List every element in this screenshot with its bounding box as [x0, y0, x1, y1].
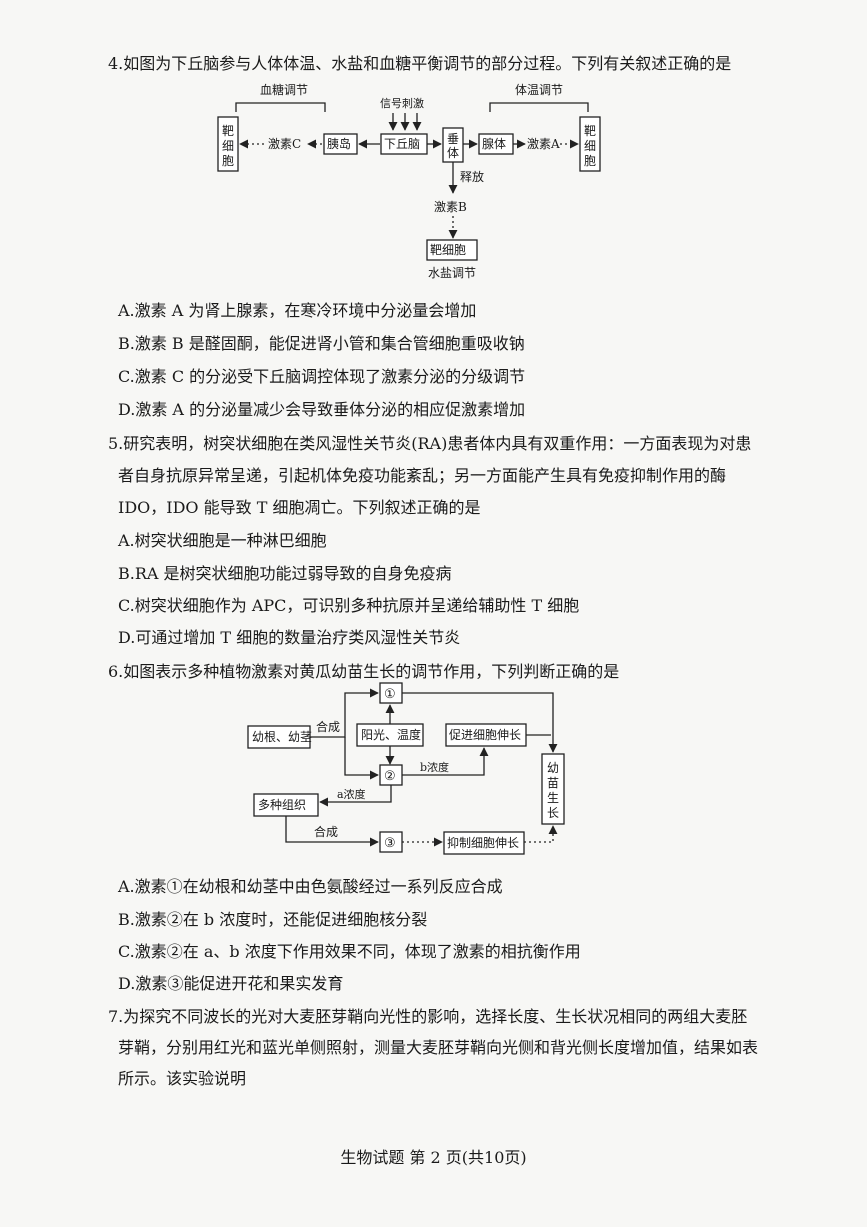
- water-salt-label: 水盐调节: [428, 266, 476, 280]
- hormone3-label: ③: [384, 836, 396, 851]
- q7-stem-line-3: 所示。该实验说明: [118, 1069, 247, 1088]
- target-cell-bottom-box: [426, 239, 478, 261]
- q7-stem-line-2: 芽鞘，分别用红光和蓝光单侧照射，测量大麦胚芽鞘向光侧和背光侧长度增加值，结果如表: [118, 1038, 759, 1057]
- hormone-a-label: 激素A: [527, 137, 560, 151]
- signal-label: 信号刺激: [380, 96, 424, 110]
- q5-option-a: A.树突状细胞是一种淋巴细胞: [118, 531, 327, 550]
- blood-sugar-label: 血糖调节: [260, 82, 308, 97]
- seedling-label: 幼苗生长: [547, 761, 559, 820]
- b-conc-label: b浓度: [420, 760, 449, 774]
- body-temp-bracket: [489, 102, 589, 112]
- hormone-b-label: 激素B: [434, 200, 467, 214]
- synth1-label: 合成: [316, 719, 340, 734]
- q5-stem-line-1: 5.研究表明，树突状细胞在类风湿性关节炎(RA)患者体内具有双重作用：一方面表现…: [108, 434, 752, 453]
- q4-option-d: D.激素 A 的分泌量减少会导致垂体分泌的相应促激素增加: [118, 400, 526, 419]
- hypothalamus-label: 下丘脑: [384, 137, 420, 151]
- q4-option-b: B.激素 B 是醛固酮，能促进肾小管和集合管细胞重吸收钠: [118, 334, 525, 353]
- q5-option-b: B.RA 是树突状细胞功能过弱导致的自身免疫病: [118, 564, 452, 583]
- hormone1-label: ①: [384, 687, 396, 702]
- inhibit-box: [443, 831, 525, 855]
- target-cell-left-label: 靶细胞: [222, 124, 234, 168]
- q7-stem-line-1: 7.为探究不同波长的光对大麦胚芽鞘向光性的影响，选择长度、生长状况相同的两组大麦…: [108, 1007, 748, 1026]
- synth2-label: 合成: [314, 824, 338, 839]
- target-cell-left-box: [217, 116, 239, 172]
- page-footer: 生物试题 第 2 页(共10页): [340, 1148, 527, 1167]
- body-temp-label: 体温调节: [515, 83, 563, 97]
- target-cell-bottom-label: 靶细胞: [430, 243, 466, 257]
- islet-box: [323, 133, 358, 155]
- blood-sugar-bracket: [235, 102, 326, 112]
- q6-option-c: C.激素②在 a、b 浓度下作用效果不同，体现了激素的相抗衡作用: [118, 942, 581, 961]
- pituitary-label: 垂体: [447, 132, 459, 160]
- promote-label: 促进细胞伸长: [449, 728, 521, 742]
- target-cell-right-box: [579, 116, 601, 172]
- q6-option-b: B.激素②在 b 浓度时，还能促进细胞核分裂: [118, 910, 428, 929]
- q5-option-d: D.可通过增加 T 细胞的数量治疗类风湿性关节炎: [118, 628, 461, 647]
- islet-label: 胰岛: [327, 136, 351, 151]
- light-temp-label: 阳光、温度: [361, 727, 421, 742]
- tissues-label: 多种组织: [258, 798, 306, 812]
- q5-stem-line-2: 者自身抗原异常呈递，引起机体免疫功能紊乱；另一方面能产生具有免疫抑制作用的酶: [118, 466, 727, 485]
- q4-stem: 4.如图为下丘脑参与人体体温、水盐和血糖平衡调节的部分过程。下列有关叙述正确的是: [108, 54, 732, 73]
- q4-option-a: A.激素 A 为肾上腺素，在寒冷环境中分泌量会增加: [118, 301, 477, 320]
- a-conc-label: a浓度: [337, 787, 366, 801]
- gland-label: 腺体: [482, 137, 506, 151]
- seedling-box: [541, 753, 565, 825]
- q6-option-d: D.激素③能促进开花和果实发育: [118, 974, 344, 993]
- q4-option-c: C.激素 C 的分泌受下丘脑调控体现了激素分泌的分级调节: [118, 367, 526, 386]
- q6-stem: 6.如图表示多种植物激素对黄瓜幼苗生长的调节作用，下列判断正确的是: [108, 662, 620, 681]
- target-cell-right-label: 靶细胞: [584, 124, 596, 168]
- q6-option-a: A.激素①在幼根和幼茎中由色氨酸经过一系列反应合成: [118, 877, 503, 896]
- hormone-c-label: 激素C: [268, 137, 301, 151]
- release-label: 释放: [460, 169, 484, 184]
- q5-option-c: C.树突状细胞作为 APC，可识别多种抗原并呈递给辅助性 T 细胞: [118, 596, 580, 615]
- inhibit-label: 抑制细胞伸长: [447, 835, 519, 850]
- root-stem-label: 幼根、幼茎: [252, 730, 312, 744]
- q5-stem-line-3: IDO，IDO 能导致 T 细胞凋亡。下列叙述正确的是: [118, 498, 481, 517]
- hormone2-label: ②: [384, 769, 396, 784]
